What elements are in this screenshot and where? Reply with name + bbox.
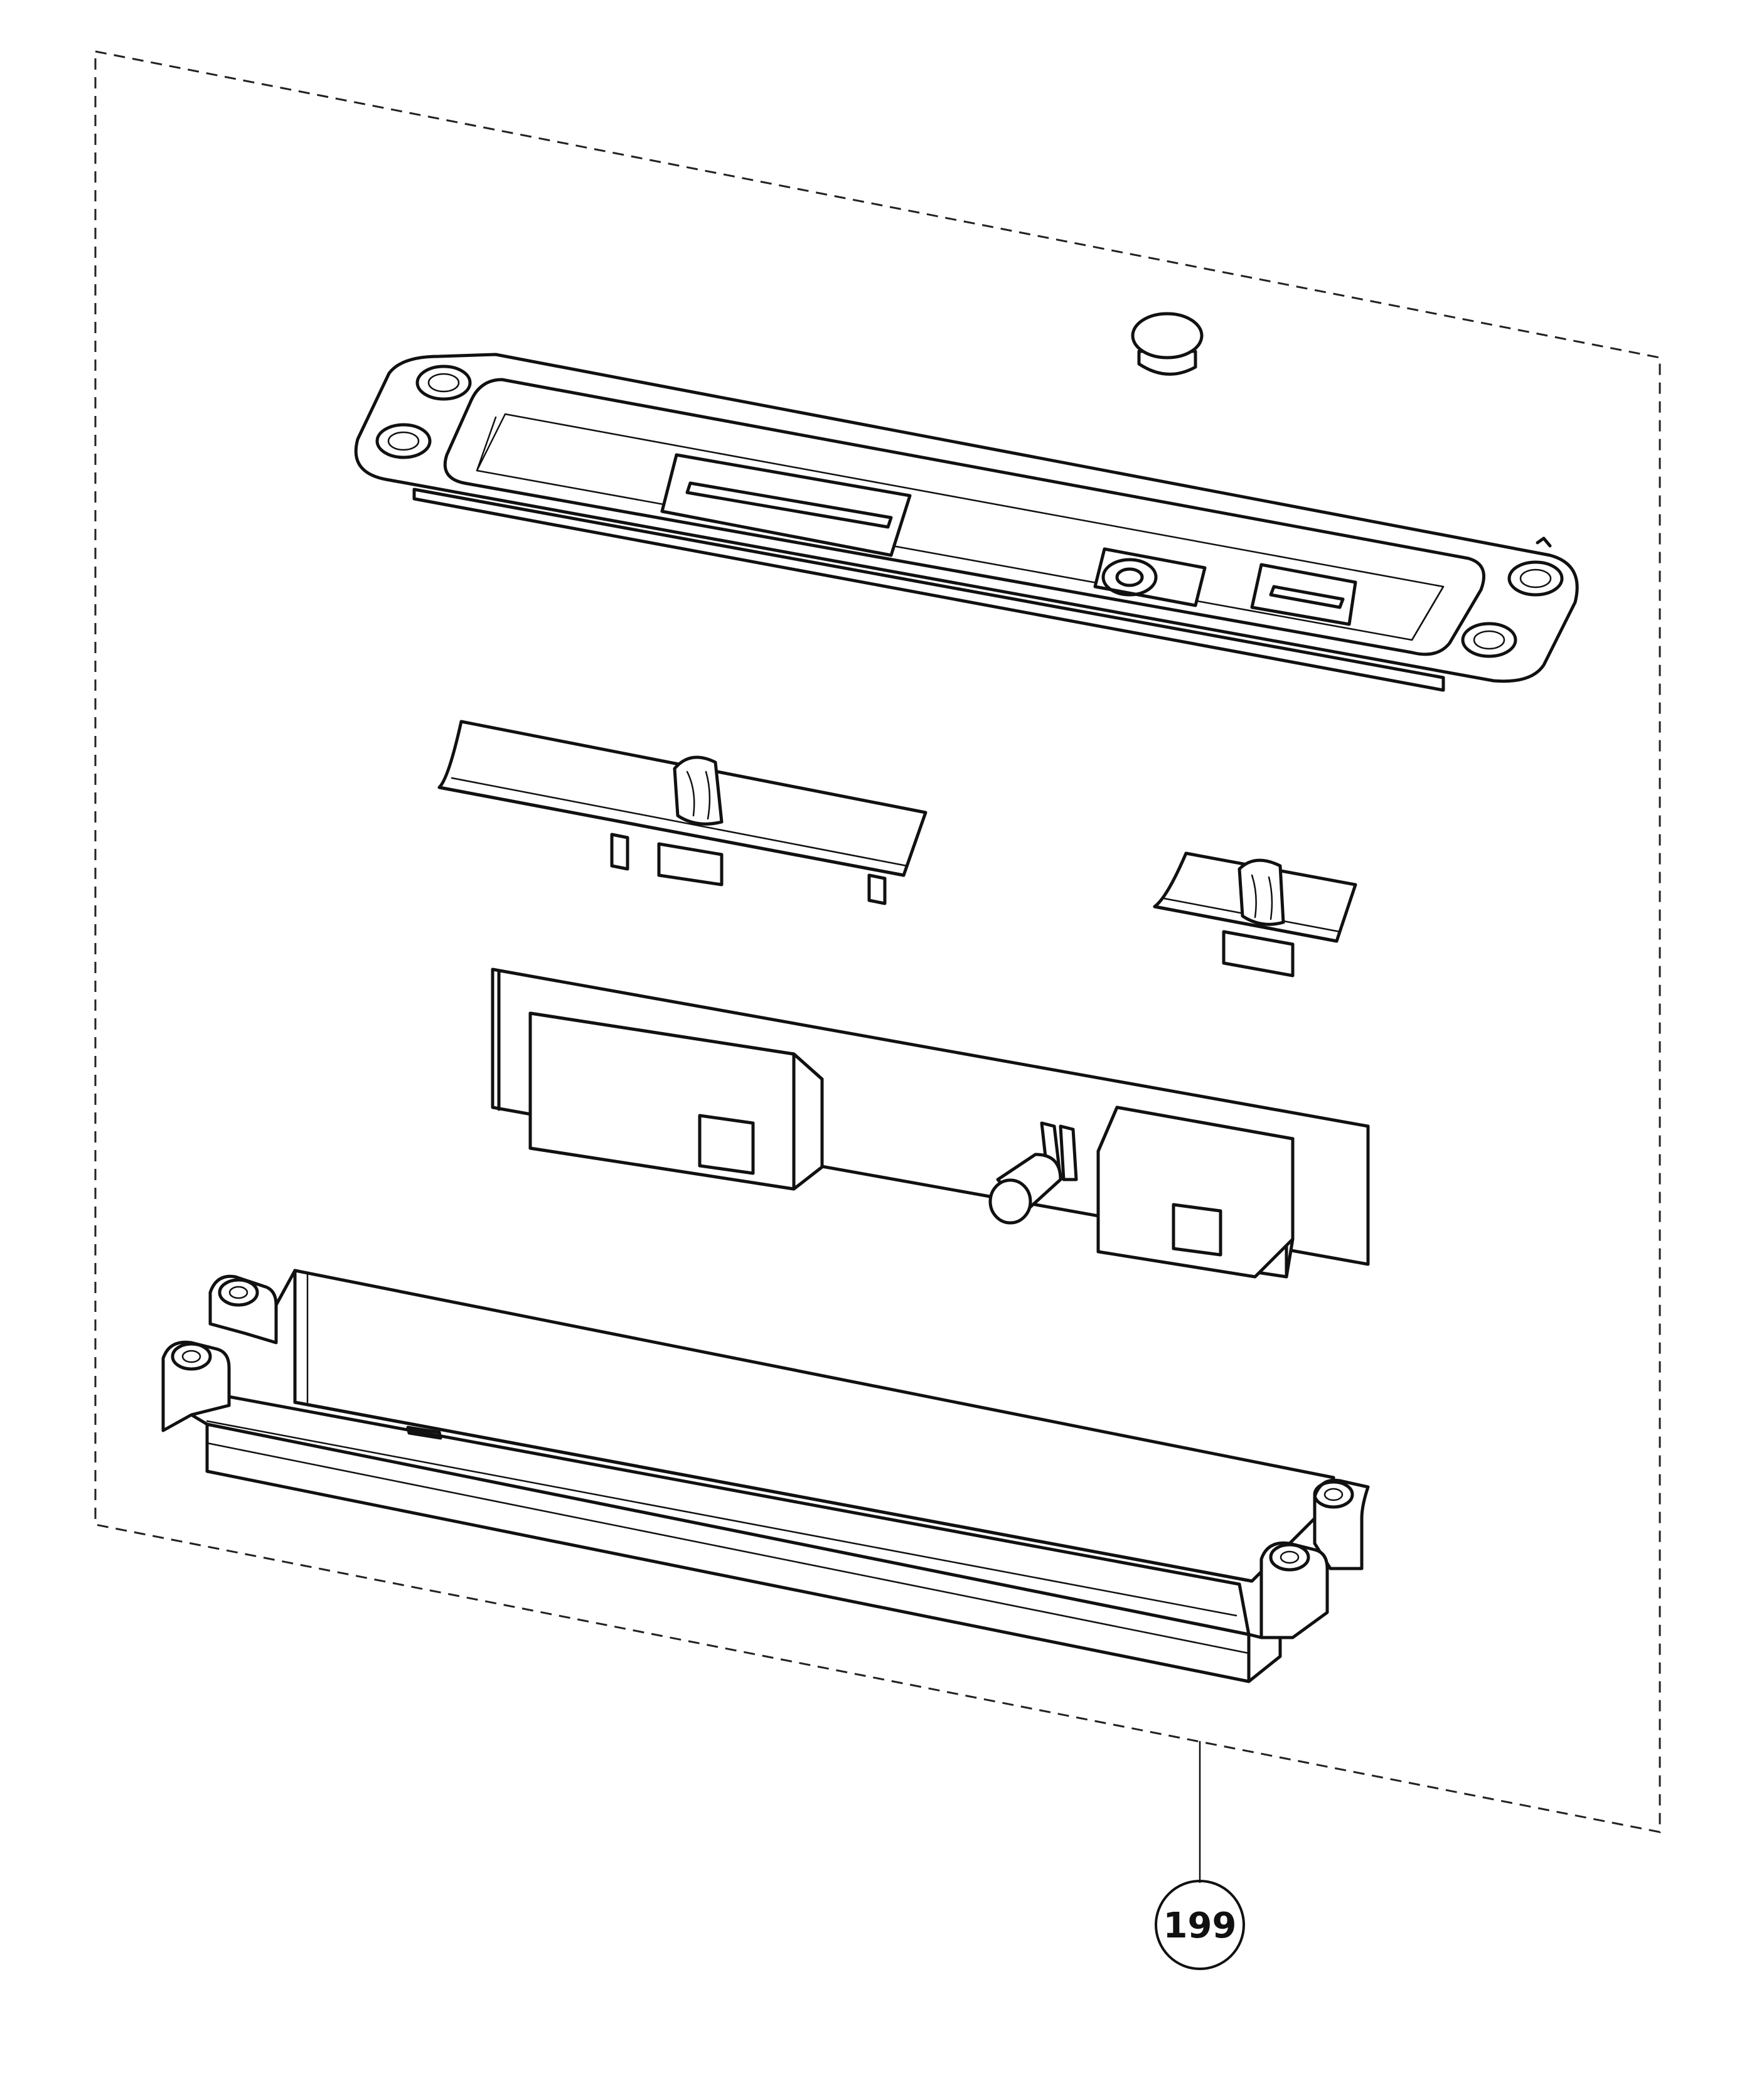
bottom-housing-part <box>161 1269 1370 1683</box>
left-slider-part <box>437 720 927 905</box>
callout-number: 199 <box>1163 1905 1237 1946</box>
top-bezel-part <box>354 353 1579 692</box>
circuit-board-part <box>491 967 1370 1279</box>
callout-badge: 199 <box>1155 1880 1245 1970</box>
right-slider-part <box>1153 851 1357 978</box>
assembly-boundary <box>94 50 1661 1833</box>
cap-part <box>1131 312 1204 376</box>
